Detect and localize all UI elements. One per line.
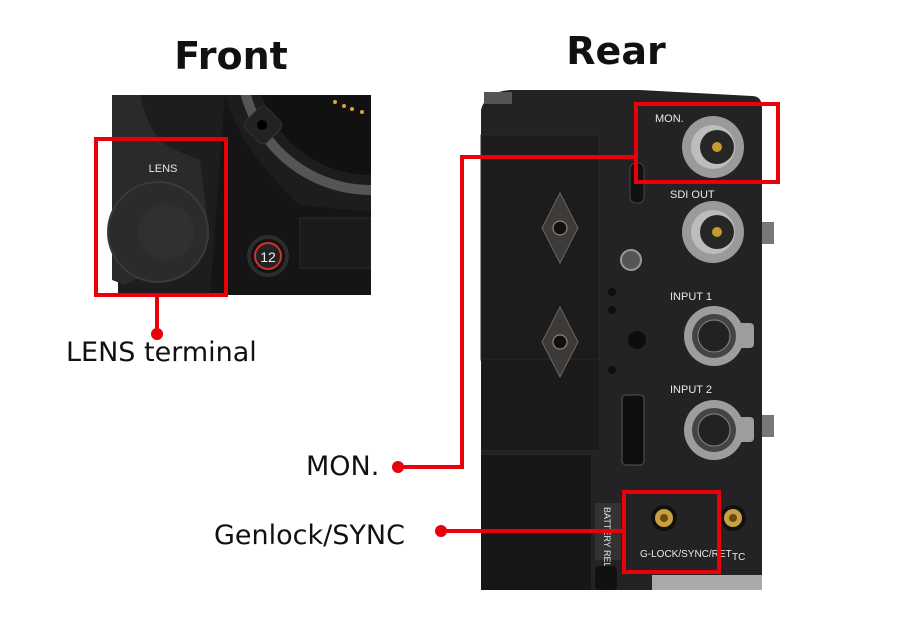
button-12-marking: 12 — [260, 249, 276, 265]
lens-marking: LENS — [149, 163, 178, 175]
mon-label: MON. — [306, 451, 380, 482]
input1-marking: INPUT 1 — [670, 291, 712, 303]
callout-lines — [94, 102, 780, 574]
mon-callout-dot — [392, 461, 404, 473]
mon-leader-line — [400, 155, 636, 469]
lens-callout-dot — [151, 328, 163, 340]
rear-photo: MON. SDI OUT INPUT 1 INPUT 2 G-LOCK/SYNC… — [480, 90, 774, 592]
sdi-out-marking: SDI OUT — [670, 189, 715, 201]
genlock-callout-dot — [435, 525, 447, 537]
tc-marking: TC — [732, 552, 745, 563]
mon-marking: MON. — [655, 113, 684, 125]
input2-marking: INPUT 2 — [670, 384, 712, 396]
front-title: Front — [174, 34, 288, 78]
front-photo: LENS 12 — [98, 95, 371, 295]
glock-marking: G-LOCK/SYNC/RET — [640, 549, 732, 560]
lens-highlight-box — [94, 137, 228, 297]
mon-highlight-box — [634, 102, 780, 184]
lens-terminal-label: LENS terminal — [66, 337, 257, 368]
genlock-sync-label: Genlock/SYNC — [214, 520, 405, 551]
rear-title: Rear — [566, 29, 666, 73]
battery-release-marking: BATTERY RELEASE — [602, 507, 612, 592]
